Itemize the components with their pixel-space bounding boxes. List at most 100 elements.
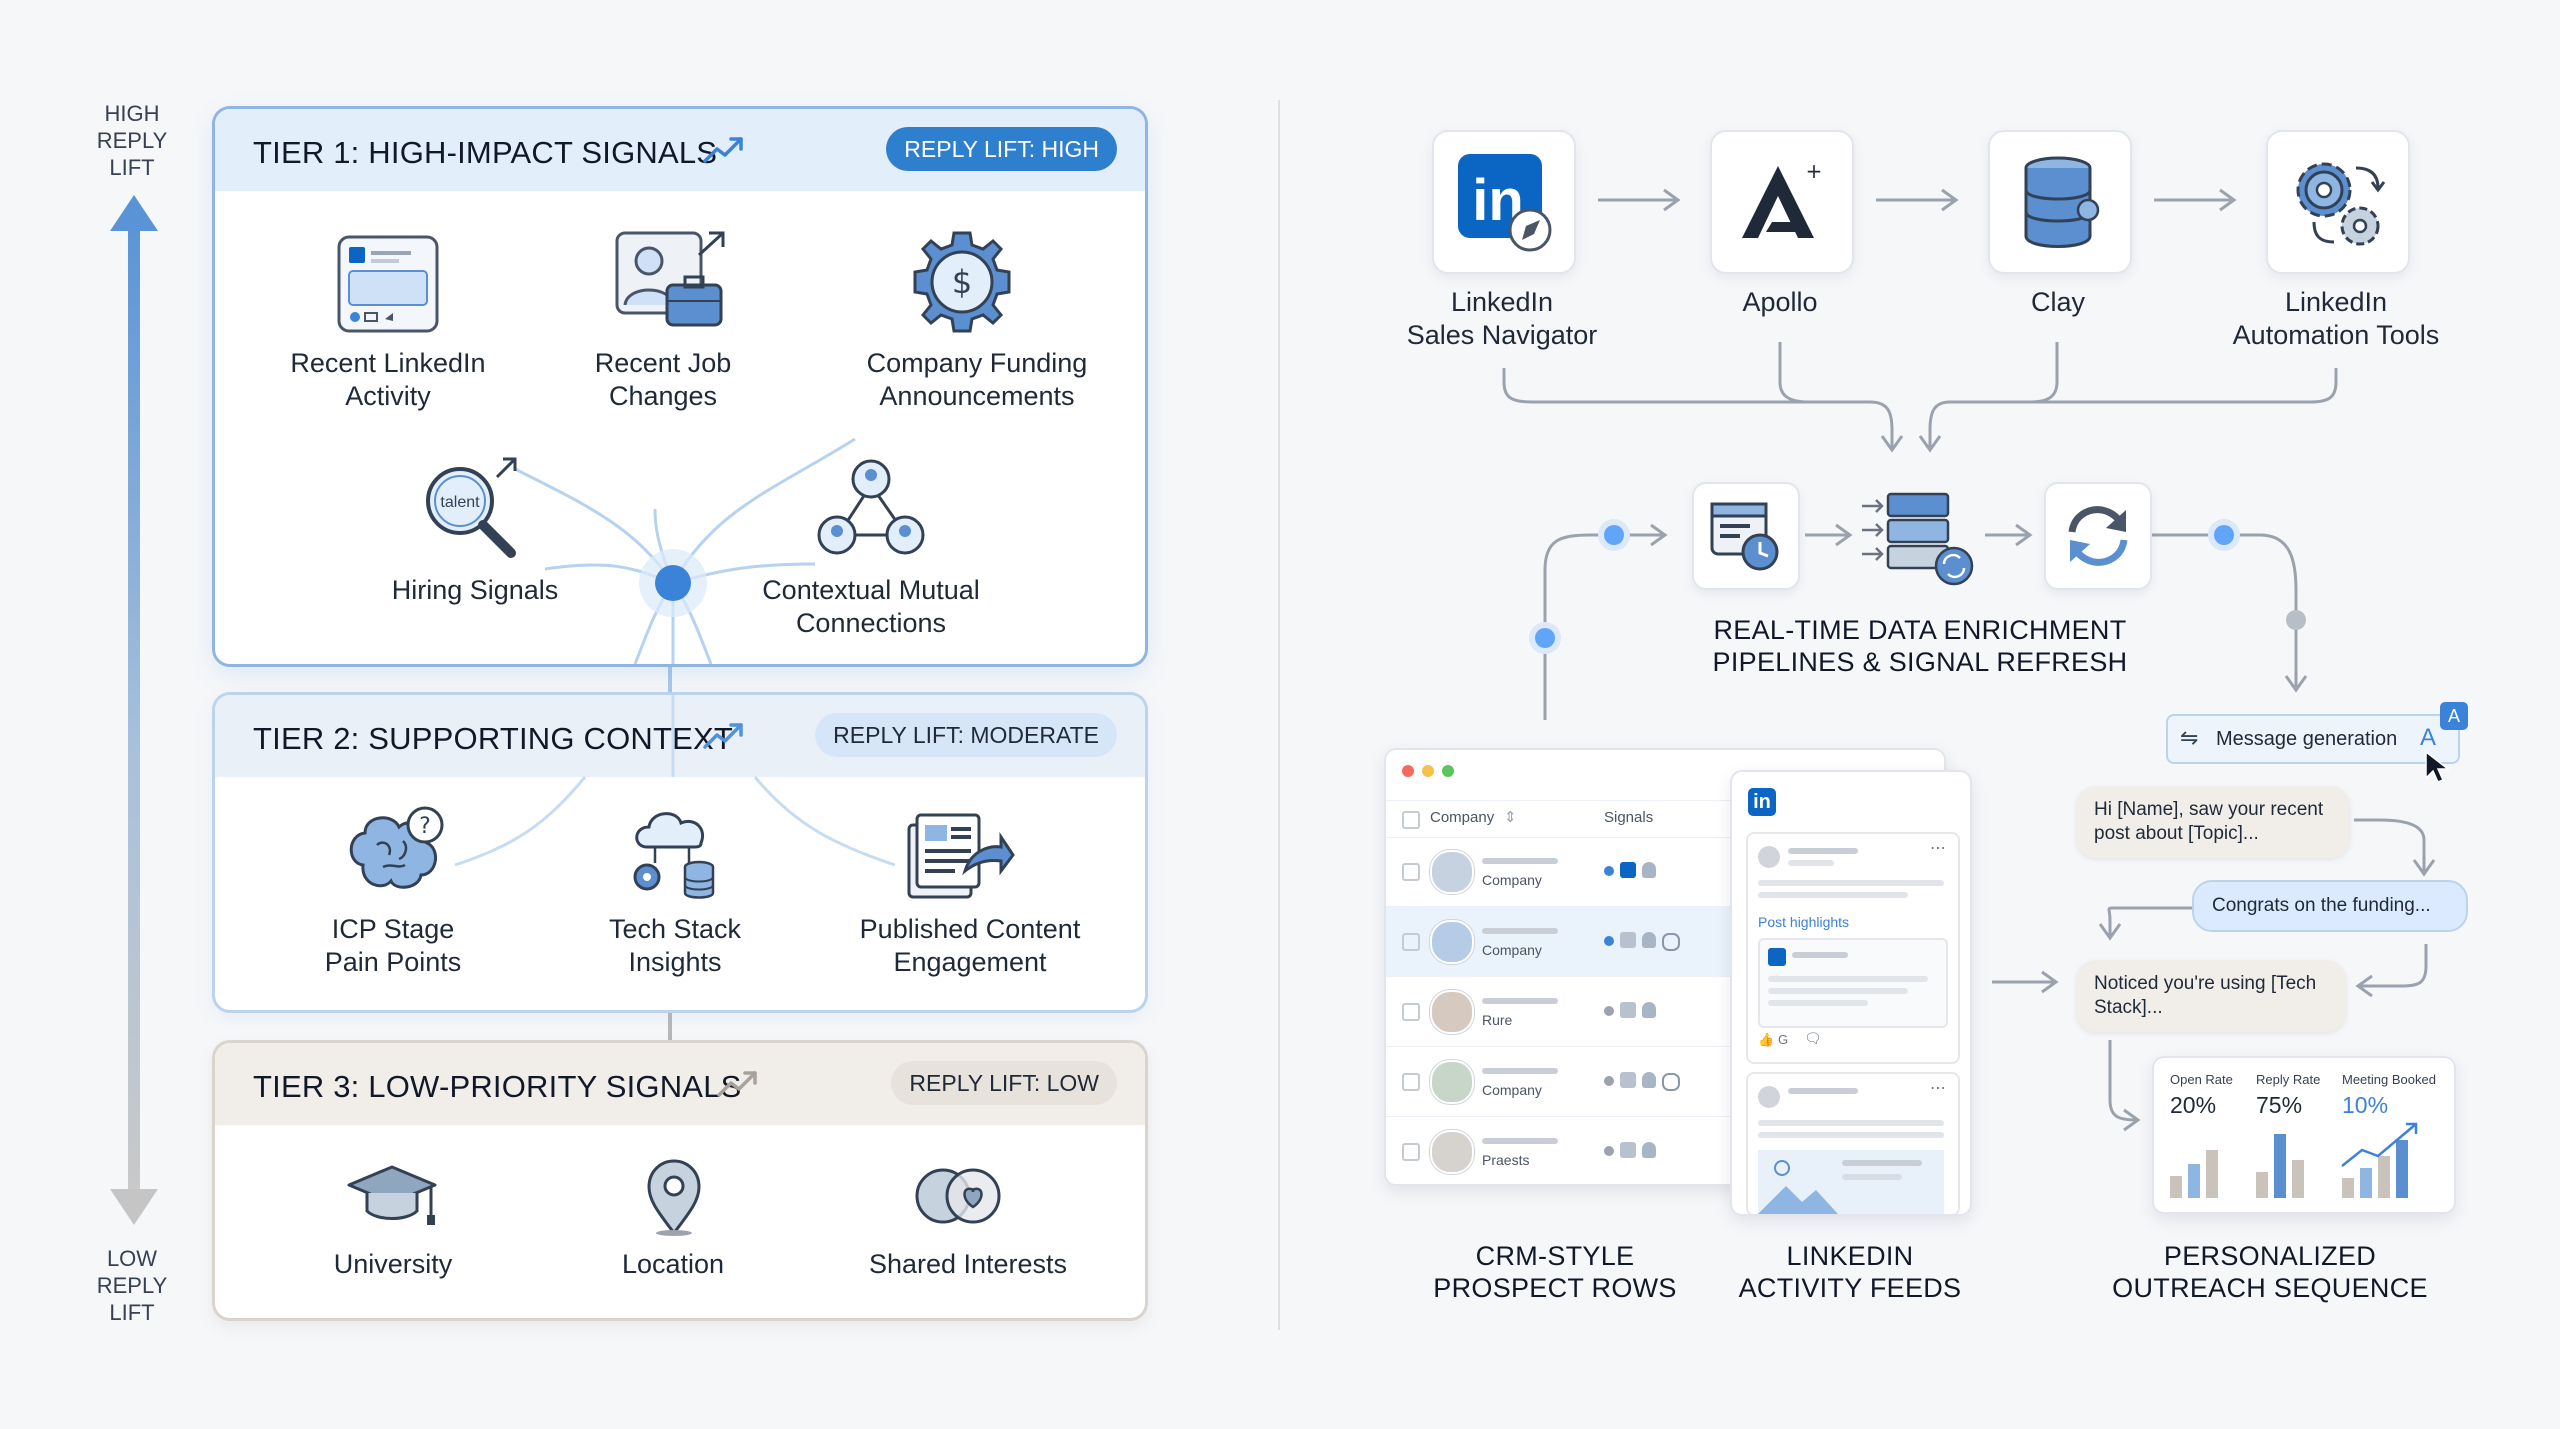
tier-2-connector-lines bbox=[454, 695, 896, 867]
text-placeholder bbox=[1788, 860, 1834, 866]
tool-linkedin-sales-navigator[interactable]: in bbox=[1432, 130, 1576, 274]
tier-2-reply-lift-badge: REPLY LIFT: MODERATE bbox=[815, 713, 1117, 757]
window-minimize-dot[interactable] bbox=[1422, 765, 1434, 777]
metric-label: Reply Rate bbox=[2256, 1072, 2321, 1087]
tier-2-header: TIER 2: SUPPORTING CONTEXT REPLY LIFT: M… bbox=[215, 695, 1145, 777]
pipeline-scheduled-sync-card bbox=[1692, 482, 1800, 590]
crm-prospect-row[interactable]: Company bbox=[1386, 1046, 1944, 1117]
reply-lift-axis-arrow bbox=[110, 195, 158, 1225]
more-options-icon[interactable]: ⋯ bbox=[1930, 1080, 1946, 1097]
brain-question-icon: ? bbox=[349, 806, 444, 889]
crm-prospect-row[interactable]: Rure bbox=[1386, 976, 1944, 1047]
outreach-message-1: Hi [Name], saw your recent post about [T… bbox=[2076, 786, 2350, 858]
signal-label-line: Recent LinkedIn bbox=[290, 348, 486, 378]
window-controls bbox=[1402, 764, 1454, 782]
feed-post-card[interactable]: ⋯ Post highlights 👍 G 🗨 bbox=[1746, 832, 1960, 1064]
signal-icon bbox=[1620, 1072, 1636, 1088]
comment-icon[interactable]: 🗨 bbox=[1804, 1030, 1822, 1046]
person-signal-icon bbox=[1642, 1002, 1656, 1018]
tool-linkedin-automation[interactable] bbox=[2266, 130, 2410, 274]
select-all-checkbox[interactable] bbox=[1402, 811, 1420, 829]
feed-post-card[interactable]: ⋯ bbox=[1746, 1072, 1960, 1214]
apollo-icon: + bbox=[1742, 159, 1822, 238]
tool-label-clay: Clay bbox=[1938, 286, 2178, 319]
caption-line: PERSONALIZED bbox=[2163, 1241, 2377, 1271]
metric-bar bbox=[2274, 1134, 2286, 1198]
crm-prospect-row[interactable]: Praests bbox=[1386, 1116, 1944, 1184]
ai-letter-icon: A bbox=[2420, 724, 2437, 751]
text-placeholder bbox=[1768, 976, 1928, 982]
signal-label-line: Recent Job bbox=[594, 348, 732, 378]
signal-company-funding: Company Funding Announcements bbox=[837, 347, 1117, 413]
window-maximize-dot[interactable] bbox=[1442, 765, 1454, 777]
tool-label-line: Sales Navigator bbox=[1406, 320, 1598, 350]
job-change-icon bbox=[615, 231, 725, 327]
extra-signal-icon bbox=[1662, 1073, 1680, 1091]
outreach-message-3: Noticed you're using [Tech Stack]... bbox=[2076, 960, 2346, 1032]
tool-clay[interactable] bbox=[1988, 130, 2132, 274]
company-name: Company bbox=[1482, 1082, 1542, 1098]
tier-2-title: TIER 2: SUPPORTING CONTEXT bbox=[253, 721, 734, 756]
crm-table-header: Company ⇕ Signals bbox=[1386, 800, 1944, 838]
tier-1-title: TIER 1: HIGH-IMPACT SIGNALS bbox=[253, 135, 718, 170]
outreach-flow-lines bbox=[1992, 818, 2436, 1132]
cursor-icon bbox=[2425, 750, 2450, 783]
signal-recent-linkedin-activity: Recent LinkedIn Activity bbox=[263, 347, 513, 413]
avatar bbox=[1758, 846, 1780, 868]
text-placeholder bbox=[1788, 1088, 1858, 1094]
image-placeholder-icon bbox=[1758, 1150, 1944, 1214]
row-checkbox[interactable] bbox=[1402, 863, 1420, 881]
column-header-company[interactable]: Company bbox=[1430, 809, 1495, 826]
text-placeholder bbox=[1482, 998, 1558, 1004]
tool-apollo[interactable]: + bbox=[1710, 130, 1854, 274]
signal-dot-icon bbox=[1604, 866, 1614, 876]
signal-label-line: Contextual Mutual bbox=[762, 575, 980, 605]
pipeline-refresh-card bbox=[2044, 482, 2152, 590]
location-pin-icon bbox=[647, 1159, 701, 1236]
tier-3-reply-lift-badge: REPLY LIFT: LOW bbox=[891, 1061, 1117, 1105]
company-name: Company bbox=[1482, 942, 1542, 958]
sort-chevron-icon[interactable]: ⇕ bbox=[1504, 809, 1517, 826]
signal-dot-icon bbox=[1604, 1006, 1614, 1016]
shared-post-preview[interactable] bbox=[1758, 938, 1948, 1028]
tool-label-line: Apollo bbox=[1742, 287, 1818, 317]
metric-bar bbox=[2206, 1150, 2218, 1198]
content-share-icon bbox=[907, 813, 1015, 899]
row-checkbox[interactable] bbox=[1402, 1073, 1420, 1091]
person-signal-icon bbox=[1642, 1072, 1656, 1088]
linkedin-navigator-icon: in bbox=[1458, 154, 1552, 252]
company-name: Company bbox=[1482, 872, 1542, 888]
tier-1-reply-lift-badge: REPLY LIFT: HIGH bbox=[886, 127, 1117, 171]
pipeline-caption: REAL-TIME DATA ENRICHMENT PIPELINES & SI… bbox=[1680, 614, 2160, 678]
metric-bar bbox=[2170, 1176, 2182, 1198]
row-checkbox[interactable] bbox=[1402, 933, 1420, 951]
column-header-signals[interactable]: Signals bbox=[1604, 809, 1654, 826]
signal-label-line: Changes bbox=[608, 381, 718, 411]
linkedin-post-icon bbox=[337, 235, 439, 333]
trend-up-icon bbox=[703, 723, 743, 749]
text-placeholder bbox=[1482, 858, 1558, 864]
tool-label-line: Automation Tools bbox=[2232, 320, 2440, 350]
section-divider bbox=[1278, 100, 1280, 1330]
like-icon[interactable]: 👍 bbox=[1758, 1032, 1775, 1047]
avatar bbox=[1430, 1130, 1474, 1174]
signal-dot-icon bbox=[1604, 1146, 1614, 1156]
caption-line: PIPELINES & SIGNAL REFRESH bbox=[1712, 647, 2128, 677]
row-checkbox[interactable] bbox=[1402, 1143, 1420, 1161]
avatar bbox=[1430, 920, 1474, 964]
axis-top-label-line: LIFT bbox=[109, 155, 155, 180]
window-close-dot[interactable] bbox=[1402, 765, 1414, 777]
signal-label-line: Activity bbox=[345, 381, 431, 411]
more-options-icon[interactable]: ⋯ bbox=[1930, 840, 1946, 857]
avatar bbox=[1758, 1086, 1780, 1108]
message-generation-chip[interactable]: ⇋ Message generation A bbox=[2166, 714, 2460, 764]
metric-bar bbox=[2378, 1156, 2390, 1198]
text-placeholder bbox=[1768, 988, 1908, 994]
caption-line: LINKEDIN bbox=[1786, 1241, 1914, 1271]
axis-top-label-line: HIGH bbox=[104, 101, 160, 126]
crm-caption: CRM-STYLE PROSPECT ROWS bbox=[1390, 1240, 1720, 1304]
row-checkbox[interactable] bbox=[1402, 1003, 1420, 1021]
tool-label-line: LinkedIn bbox=[2284, 287, 2388, 317]
automation-gears-icon bbox=[2296, 162, 2386, 246]
